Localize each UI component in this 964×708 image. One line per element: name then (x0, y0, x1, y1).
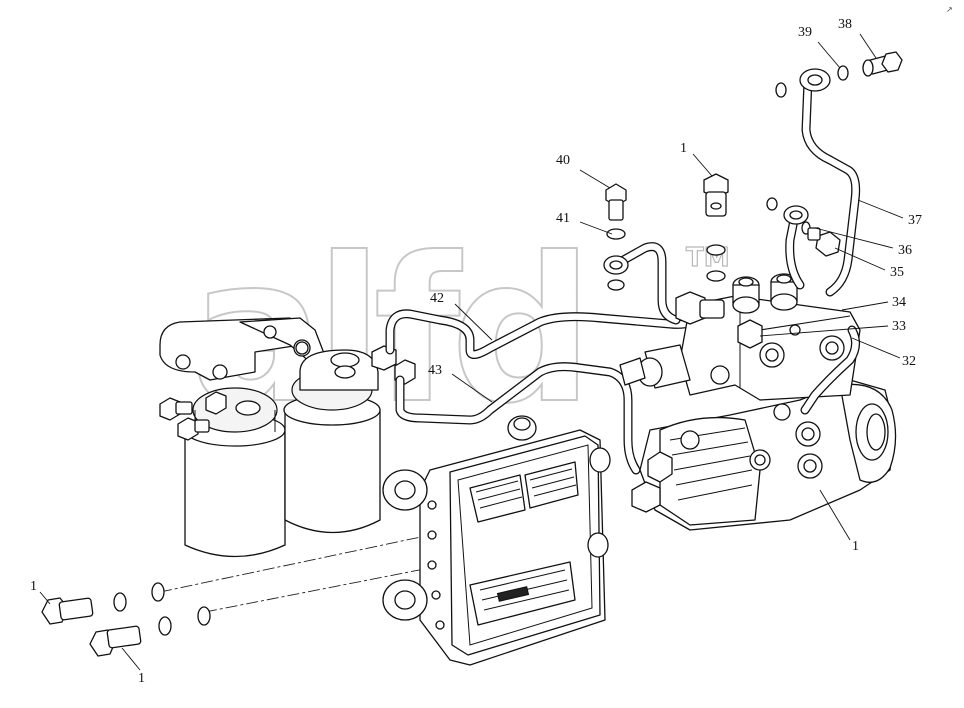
pump-element-left (732, 276, 760, 314)
banjo-bolt-38 (862, 51, 903, 77)
high-pressure-pump (631, 379, 897, 531)
callout-36: 36 (898, 243, 912, 258)
fuel-filter-left (159, 364, 286, 558)
callout-42: 42 (430, 291, 444, 306)
assembly-line-lower (204, 561, 461, 613)
ecu-module (382, 415, 611, 666)
fuel-pipe-43 (395, 362, 641, 475)
callout-labels: 38 39 40 41 1 37 36 35 34 33 32 42 43 1 … (30, 17, 922, 686)
callout-34: 34 (892, 295, 906, 310)
bolt-35 (807, 227, 841, 257)
washer-left-a2 (151, 582, 165, 602)
callout-38: 38 (838, 17, 852, 32)
banjo-bolt-top (703, 173, 729, 217)
filter-bolt-left (159, 391, 227, 441)
callout-33: 33 (892, 319, 906, 334)
pump-element-right (770, 273, 798, 311)
washer-39 (837, 65, 849, 81)
loose-bolts-left (41, 582, 211, 657)
callout-40: 40 (556, 153, 570, 168)
callout-1-top: 1 (680, 141, 687, 156)
callout-1-left-b: 1 (138, 671, 145, 686)
washer-41 (606, 228, 626, 240)
callout-39: 39 (798, 25, 812, 40)
callout-37: 37 (908, 213, 922, 228)
bolt-left-a (41, 597, 94, 625)
loose-parts (603, 51, 903, 291)
fuel-pipe-upper (615, 242, 681, 325)
washer-41b (607, 279, 625, 291)
washer-left-a1 (113, 592, 127, 612)
washer-top-b (706, 270, 726, 282)
washer-upper-left (775, 82, 787, 98)
short-pipe (783, 205, 809, 290)
assembly-line-upper (159, 533, 436, 593)
manifold-block (619, 273, 861, 401)
callout-35: 35 (890, 265, 904, 280)
callout-1-left-a: 1 (30, 579, 37, 594)
callout-32: 32 (902, 354, 916, 369)
washer-left-b2 (197, 606, 211, 626)
corner-mark: ↗ (946, 5, 953, 14)
banjo-bolt-40 (605, 183, 627, 221)
callout-41: 41 (556, 211, 570, 226)
assembly-lines (159, 533, 461, 613)
callout-43: 43 (428, 363, 442, 378)
callout-1-pump: 1 (852, 539, 859, 554)
washer-top-a (706, 244, 726, 256)
return-pipe-37 (799, 68, 861, 297)
bolt-left-b (89, 625, 142, 657)
fuel-pipe-42 (385, 309, 705, 359)
washer-left-b1 (158, 616, 172, 636)
leader-lines (39, 33, 904, 671)
